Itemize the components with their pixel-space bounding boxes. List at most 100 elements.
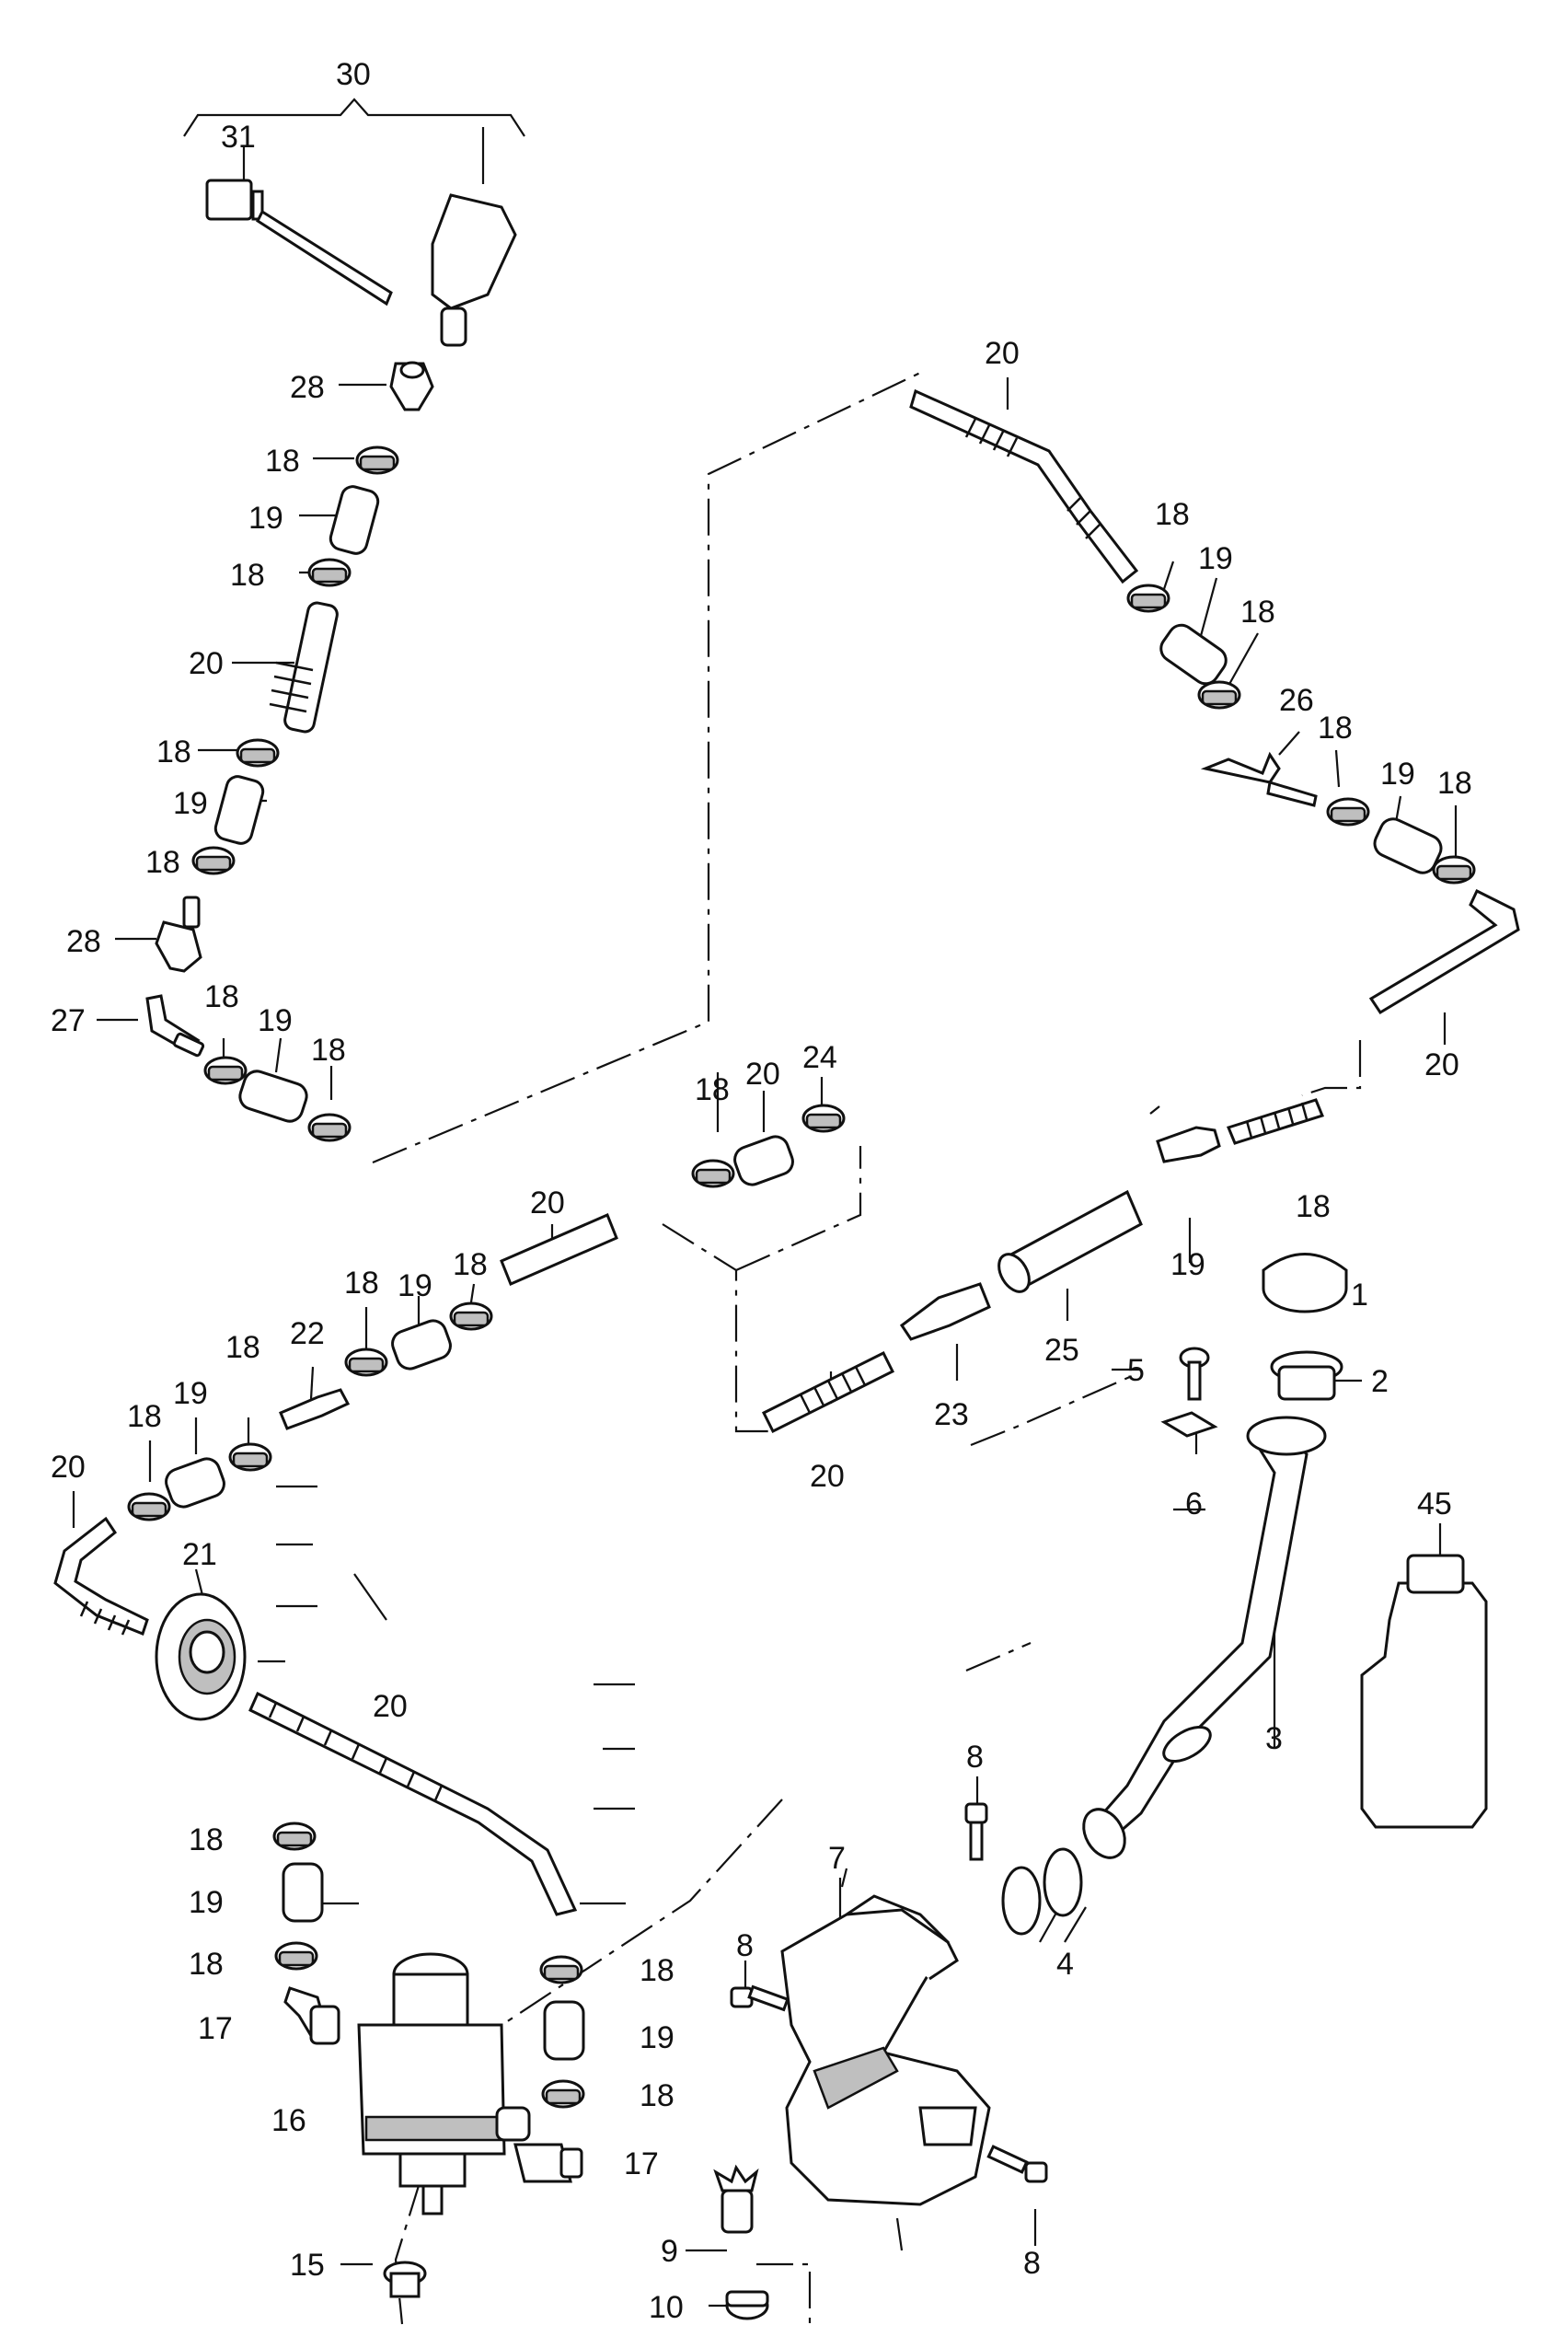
hose-clamp	[127, 1492, 171, 1521]
callout-label: 19	[1170, 1247, 1205, 1282]
callout-label: 3	[1265, 1721, 1283, 1756]
callout-label: 19	[1380, 757, 1415, 792]
hose-clamp	[203, 1056, 248, 1085]
elbow-connector	[145, 994, 205, 1058]
ribbed-hose	[53, 1516, 149, 1636]
callout-label: 20	[530, 1186, 565, 1220]
y-connector	[1200, 751, 1318, 807]
hose-clamp	[344, 1348, 388, 1377]
callout-label: 18	[230, 558, 265, 593]
hose-clamp	[1432, 855, 1476, 885]
hose-clamp	[1126, 584, 1170, 613]
hose-clamp	[541, 2079, 585, 2109]
hose-sleeve	[543, 2000, 585, 2061]
hose-sleeve	[282, 1862, 324, 1923]
callout-label: 18	[145, 845, 180, 880]
callout-label: 7	[828, 1841, 846, 1876]
hose-clamp	[272, 1822, 317, 1851]
hose-clamp	[355, 445, 399, 475]
straight-connector	[1156, 1126, 1221, 1163]
straight-connector	[279, 1388, 351, 1430]
callout-label: 8	[1023, 2246, 1041, 2281]
callout-label: 10	[649, 2290, 684, 2325]
callout-label: 19	[189, 1885, 224, 1920]
hose-straight	[500, 1213, 618, 1286]
rubber-grommet	[725, 2290, 769, 2320]
callout-label: 19	[640, 2020, 674, 2055]
hose-clamp	[691, 1159, 735, 1188]
callout-label: 15	[290, 2248, 325, 2283]
callout-label: 19	[248, 501, 283, 536]
callout-label: 18	[453, 1247, 488, 1282]
seal	[383, 2261, 427, 2298]
callout-label: 20	[51, 1450, 86, 1485]
callout-label: 27	[51, 1003, 86, 1038]
ribbed-hose	[269, 601, 339, 734]
callout-label: 5	[1127, 1353, 1145, 1388]
callout-label: 18	[265, 444, 300, 479]
retaining-clip	[1160, 1411, 1218, 1438]
callout-label: 18	[225, 1330, 260, 1365]
hose-sleeve	[391, 1319, 452, 1371]
fluid-bottle	[1360, 1554, 1488, 1829]
hose-clamp	[539, 1955, 583, 1984]
hose-sleeve-large	[997, 1189, 1143, 1293]
hose-clamp	[307, 1113, 352, 1142]
callout-label: 18	[344, 1266, 379, 1301]
hose-clamp	[228, 1442, 272, 1472]
callout-label: 2	[1371, 1364, 1389, 1399]
hose-clamp	[191, 846, 236, 875]
callout-label: 16	[271, 2103, 306, 2138]
straight-connector	[899, 1282, 991, 1341]
callout-label: 20	[810, 1459, 845, 1494]
callout-label: 18	[1437, 766, 1472, 801]
callout-label: 20	[1424, 1047, 1459, 1082]
screw	[1179, 1347, 1210, 1401]
level-sensor	[713, 2164, 759, 2234]
callout-label: 18	[127, 1399, 162, 1434]
bolt	[730, 1984, 790, 2012]
callout-label: 18	[640, 2078, 674, 2113]
callout-label: 26	[1279, 683, 1314, 718]
washer-nozzle	[431, 193, 517, 347]
callout-label: 21	[182, 1537, 217, 1572]
bolt	[986, 2145, 1048, 2183]
electrical-connector	[205, 179, 393, 307]
hose-sleeve	[213, 775, 265, 845]
callout-label: 18	[311, 1033, 346, 1068]
callout-label: 18	[204, 979, 239, 1014]
callout-label: 18	[640, 1953, 674, 1988]
grommet	[155, 1592, 247, 1721]
ribbed-hose	[1226, 1098, 1325, 1145]
callout-labels: 30 31 28 18 19 18 20 18 19 18 28 27 18 1…	[51, 57, 1472, 2325]
ribbed-hose	[248, 1691, 578, 1916]
callout-label: 31	[221, 120, 256, 155]
o-ring	[1001, 1847, 1083, 1936]
callout-label: 8	[736, 1928, 754, 1963]
callout-label: 8	[966, 1740, 984, 1775]
callout-label: 30	[336, 57, 371, 92]
filler-neck-insert	[1270, 1350, 1343, 1401]
callout-label: 19	[258, 1003, 293, 1038]
hose-sleeve	[1373, 817, 1443, 874]
hose-clamp	[236, 738, 280, 768]
leader-lines	[72, 98, 1458, 2308]
hose-clamp	[307, 558, 352, 587]
callout-label: 20	[745, 1057, 780, 1092]
callout-label: 1	[1351, 1278, 1368, 1313]
hose-sleeve	[238, 1070, 308, 1123]
hose-clamp	[1197, 680, 1241, 710]
callout-label: 28	[290, 370, 325, 405]
callout-label: 25	[1044, 1333, 1079, 1368]
callout-label: 17	[198, 2011, 233, 2046]
bolt	[964, 1802, 988, 1861]
callout-label: 19	[1198, 541, 1233, 576]
callout-label: 4	[1056, 1947, 1074, 1982]
callout-label: 20	[985, 336, 1020, 371]
ribbed-hose	[909, 388, 1139, 584]
hose-sleeve	[165, 1457, 225, 1509]
callout-label: 18	[1318, 711, 1353, 746]
callout-label: 18	[156, 735, 191, 769]
callout-label: 9	[661, 2234, 678, 2269]
